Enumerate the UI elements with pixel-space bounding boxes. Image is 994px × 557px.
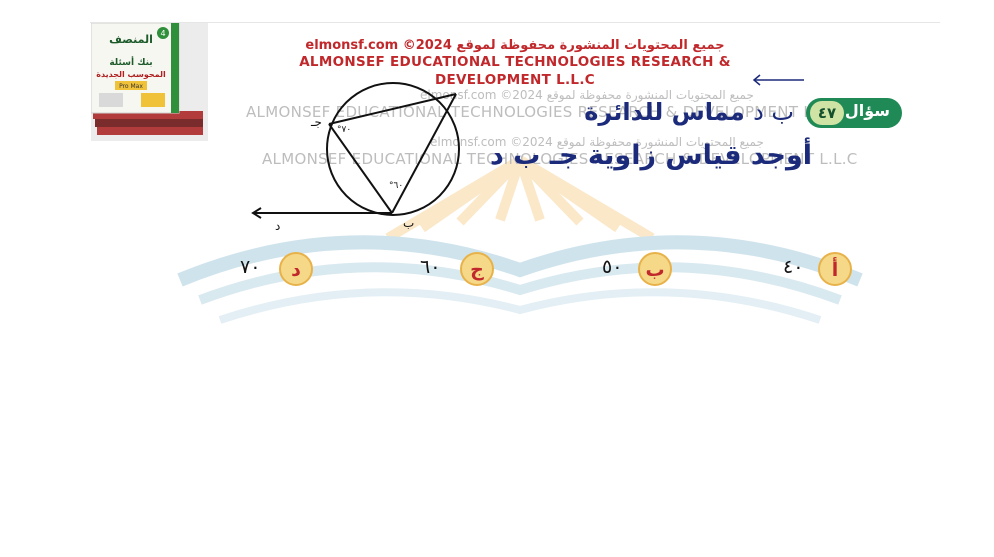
question-line-1: ب د مماس للدائرة — [584, 98, 794, 126]
svg-text:بنك أسئلة: بنك أسئلة — [109, 56, 152, 68]
question-badge: سؤال ٤٧ — [806, 98, 902, 128]
tangent-statement: مماس للدائرة — [584, 98, 745, 126]
point-j-label: جـ — [310, 115, 322, 129]
option-b-value[interactable]: ٥٠ — [602, 256, 623, 278]
option-a-letter[interactable]: أ — [818, 252, 852, 286]
option-c-value[interactable]: ٦٠ — [420, 256, 441, 278]
option-d-value[interactable]: ٧٠ — [240, 256, 261, 278]
angle-60-label: °٦٠ — [389, 181, 403, 191]
copyright-header: جميع المحتويات المنشورة محفوظة لموقع elm… — [280, 38, 750, 89]
question-label: سؤال — [844, 101, 890, 120]
point-d-label: د — [275, 219, 280, 233]
question-line-2: أوجد قياس زاوية جـ ب د — [490, 140, 812, 171]
copyright-english-line2: DEVELOPMENT L.L.C — [435, 72, 595, 88]
svg-text:المحوسب الجديدة: المحوسب الجديدة — [96, 70, 166, 79]
watermark-arabic-1: جميع المحتويات المنشورة محفوظة لموقع elm… — [420, 88, 754, 102]
point-b-label: ب — [403, 216, 414, 230]
circle-tangent-diagram: جـ ب د °٧٠ °٦٠ — [251, 82, 460, 233]
chord-j-b — [328, 123, 393, 214]
option-a-value[interactable]: ٤٠ — [783, 256, 804, 278]
option-d-letter[interactable]: د — [279, 252, 313, 286]
svg-text:Pro Max: Pro Max — [119, 83, 143, 90]
question-number: ٤٧ — [810, 101, 844, 125]
angle-70-label: °٧٠ — [337, 125, 351, 135]
tangent-segment: ب د — [753, 98, 794, 126]
watermark-english-2: ALMONSEF EDUCATIONAL TECHNOLOGIES RESEAR… — [262, 150, 858, 168]
chord-a-b — [391, 93, 457, 214]
copyright-arabic: جميع المحتويات المنشورة محفوظة لموقع elm… — [305, 38, 725, 53]
svg-text:المنصف: المنصف — [109, 33, 153, 46]
tangent-arrowhead — [251, 207, 262, 219]
watermark-arabic-2: جميع المحتويات المنشورة محفوظة لموقع elm… — [430, 135, 764, 149]
left-arrow-icon — [752, 74, 804, 86]
circle — [326, 82, 460, 216]
copyright-english-line1: ALMONSEF EDUCATIONAL TECHNOLOGIES RESEAR… — [299, 54, 731, 70]
chord-j-a — [328, 93, 457, 125]
svg-text:4: 4 — [160, 29, 165, 38]
option-b-letter[interactable]: ب — [638, 252, 672, 286]
book-cover-image: 4 المنصف بنك أسئلة المحوسب الجديدة Pro M… — [91, 23, 208, 141]
option-c-letter[interactable]: ج — [460, 252, 494, 286]
top-divider — [90, 22, 940, 23]
